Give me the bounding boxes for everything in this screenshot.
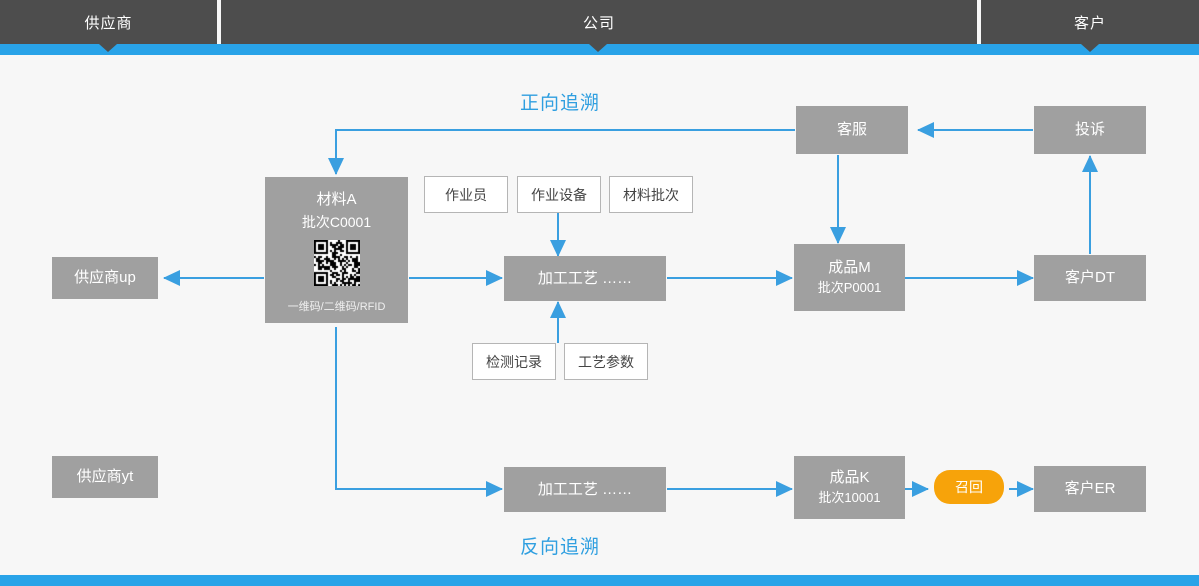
- attr-operator-label: 作业员: [445, 186, 487, 203]
- lane-label-customer: 客户: [1073, 14, 1106, 32]
- material-a-code-types: 一维码/二维码/RFID: [287, 301, 386, 313]
- attr-equipment-label: 作业设备: [531, 186, 587, 203]
- node-process-bottom[interactable]: 加工工艺 ……: [504, 467, 666, 512]
- qr-code-icon: [313, 240, 360, 286]
- forward-trace-title: 正向追溯: [520, 93, 601, 114]
- material-a-name: 材料A: [316, 191, 357, 208]
- material-a-batch: 批次C0001: [301, 214, 372, 230]
- node-supplier-yt-label: 供应商yt: [76, 468, 134, 486]
- node-material-a[interactable]: 材料A 批次C0001 一维码/二维码/RFID: [265, 177, 408, 323]
- node-product-m-batch: 批次P0001: [817, 279, 882, 295]
- lane-notch-supplier-icon: [99, 44, 117, 52]
- node-product-k-name: 成品K: [829, 469, 870, 487]
- lane-header-company: 公司: [221, 0, 977, 44]
- attr-inspection-record[interactable]: 检测记录: [472, 343, 556, 380]
- node-customer-service-label: 客服: [836, 121, 867, 139]
- node-process-top-label: 加工工艺 ……: [537, 269, 633, 287]
- node-product-k-batch: 批次10001: [818, 489, 881, 505]
- reverse-trace-title: 反向追溯: [520, 537, 601, 558]
- node-product-m-name: 成品M: [828, 259, 871, 277]
- lane-notch-customer-icon: [1081, 44, 1099, 52]
- node-customer-dt-label: 客户DT: [1065, 269, 1115, 287]
- node-customer-service[interactable]: 客服: [796, 106, 908, 154]
- node-complaint[interactable]: 投诉: [1034, 106, 1146, 154]
- node-supplier-up-label: 供应商up: [74, 269, 136, 287]
- node-complaint-label: 投诉: [1074, 121, 1105, 139]
- node-recall[interactable]: 召回: [934, 470, 1004, 504]
- attr-material-batch[interactable]: 材料批次: [609, 176, 693, 213]
- lane-notch-company-icon: [589, 44, 607, 52]
- node-customer-er[interactable]: 客户ER: [1034, 466, 1146, 512]
- lane-header-supplier: 供应商: [0, 0, 217, 44]
- node-supplier-yt[interactable]: 供应商yt: [52, 456, 158, 498]
- attr-material-batch-label: 材料批次: [623, 186, 679, 203]
- lane-label-company: 公司: [582, 14, 615, 32]
- node-recall-label: 召回: [955, 479, 983, 495]
- node-customer-er-label: 客户ER: [1064, 480, 1116, 498]
- attr-process-params[interactable]: 工艺参数: [564, 343, 648, 380]
- lane-header-customer: 客户: [981, 0, 1199, 44]
- node-product-k[interactable]: 成品K 批次10001: [794, 456, 905, 519]
- node-customer-dt[interactable]: 客户DT: [1034, 255, 1146, 301]
- node-process-bottom-label: 加工工艺 ……: [537, 480, 633, 498]
- attr-process-params-label: 工艺参数: [578, 353, 634, 370]
- attr-operator[interactable]: 作业员: [424, 176, 508, 213]
- accent-bar-bottom: [0, 575, 1199, 586]
- node-product-m[interactable]: 成品M 批次P0001: [794, 244, 905, 311]
- lane-label-supplier: 供应商: [84, 14, 133, 32]
- node-process-top[interactable]: 加工工艺 ……: [504, 256, 666, 301]
- node-supplier-up[interactable]: 供应商up: [52, 257, 158, 299]
- attr-inspection-record-label: 检测记录: [486, 353, 542, 370]
- attr-equipment[interactable]: 作业设备: [517, 176, 601, 213]
